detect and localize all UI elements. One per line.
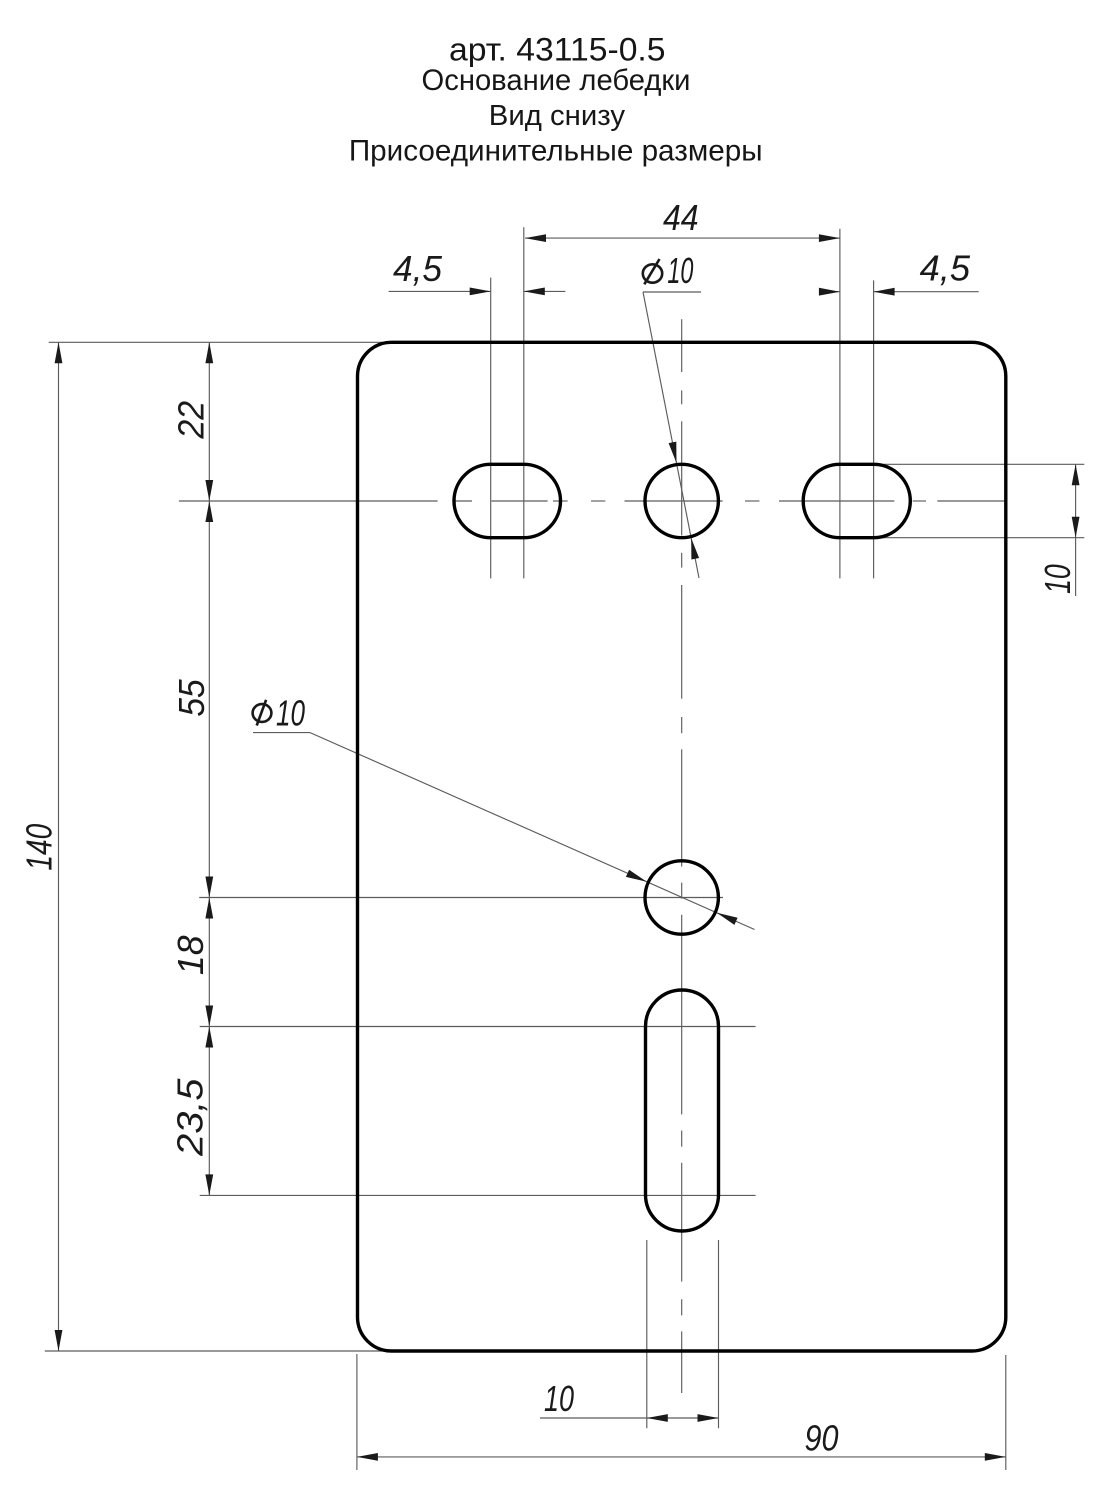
svg-text:18: 18 xyxy=(170,936,211,976)
svg-text:23,5: 23,5 xyxy=(169,1078,210,1157)
svg-text:4,5: 4,5 xyxy=(393,248,443,289)
svg-text:арт. 43115-0.5: арт. 43115-0.5 xyxy=(449,32,666,68)
svg-text:22: 22 xyxy=(170,401,211,440)
svg-text:55: 55 xyxy=(171,678,212,716)
svg-text:10: 10 xyxy=(667,250,693,291)
svg-text:90: 90 xyxy=(805,1418,839,1459)
svg-text:44: 44 xyxy=(663,197,699,238)
svg-text:Основание лебедки: Основание лебедки xyxy=(422,64,691,97)
svg-text:10: 10 xyxy=(544,1378,574,1419)
svg-text:10: 10 xyxy=(1037,564,1078,594)
svg-text:Присоединительные размеры: Присоединительные размеры xyxy=(349,135,763,168)
svg-text:Вид снизу: Вид снизу xyxy=(489,100,626,132)
svg-text:140: 140 xyxy=(19,824,60,871)
svg-text:4,5: 4,5 xyxy=(920,247,971,288)
svg-text:10: 10 xyxy=(276,693,305,734)
